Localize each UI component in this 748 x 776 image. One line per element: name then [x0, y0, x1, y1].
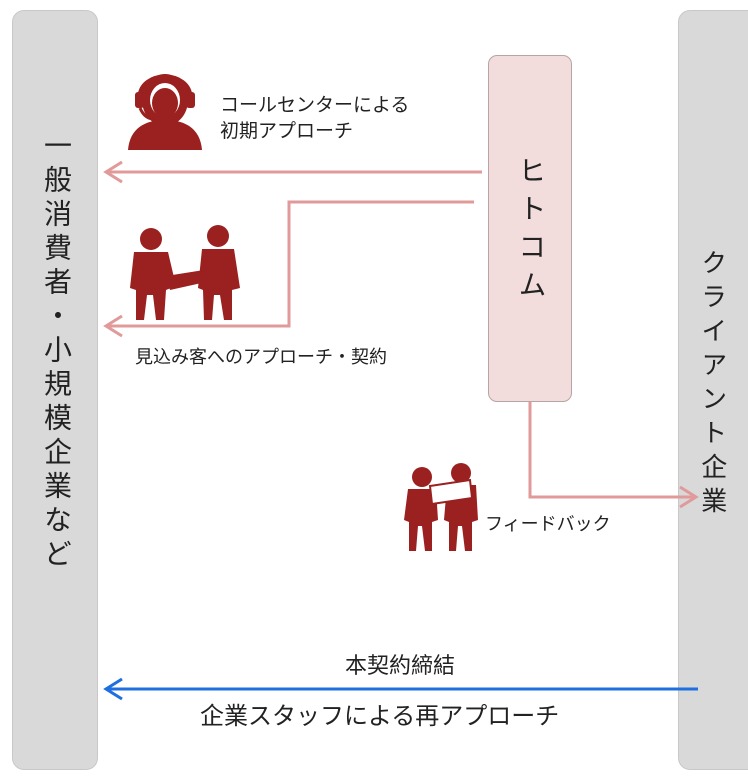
consumer-pillar: 一般消費者・小規模企業など [12, 10, 98, 770]
discussion-icon [404, 463, 478, 551]
contract-arrow [103, 677, 698, 701]
call-center-line1: コールセンターによる [220, 94, 410, 116]
handshake-icon [130, 225, 240, 320]
prospect-contract-label: 見込み客へのアプローチ・契約 [135, 347, 387, 368]
hitocom-box: ヒトコム [488, 55, 572, 402]
client-company-label: クライアント企業 [696, 249, 727, 521]
main-contract-label: 本契約締結 [345, 654, 456, 679]
prospect-arrow [103, 200, 474, 338]
call-center-label: コールセンターによる 初期アプローチ [220, 93, 409, 144]
staff-reapproach-label: 企業スタッフによる再アプローチ [200, 702, 560, 730]
consumer-label: 一般消費者・小規模企業など [40, 131, 73, 573]
client-company-pillar: クライアント企業 [678, 10, 748, 770]
feedback-label: フィードバック [485, 514, 611, 535]
call-center-line2: 初期アプローチ [220, 119, 354, 142]
call-center-arrow [103, 160, 482, 184]
headset-operator-icon [128, 74, 202, 150]
feedback-arrow [528, 402, 699, 509]
hitocom-label: ヒトコム [514, 156, 548, 308]
